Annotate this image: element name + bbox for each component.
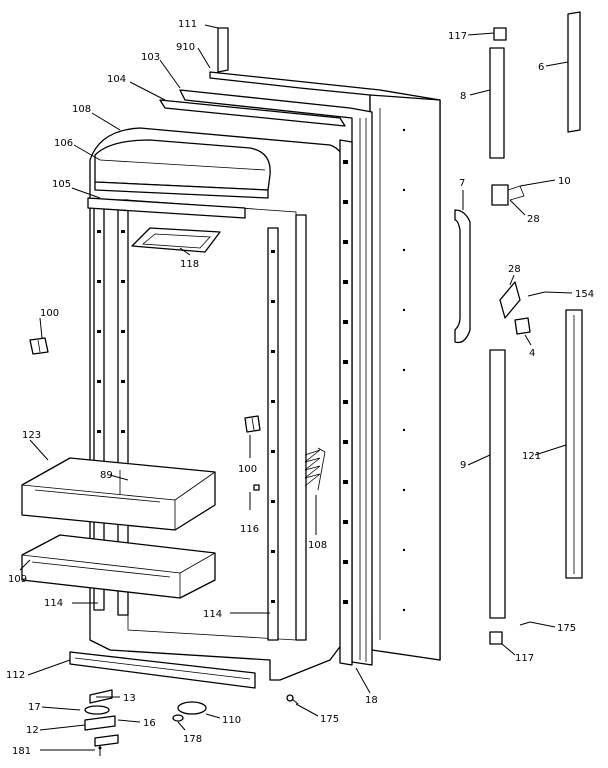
dairy-compartment-door (94, 139, 271, 199)
label-111: 111 (178, 19, 197, 30)
label-116: 116 (240, 524, 259, 535)
label-103: 103 (141, 52, 160, 63)
label-104: 104 (107, 74, 126, 85)
label-100-left: 100 (40, 308, 59, 319)
label-117-bottom: 117 (515, 653, 534, 664)
label-121: 121 (522, 451, 541, 462)
hinge-bracket-upper (491, 184, 525, 206)
label-123: 123 (22, 430, 41, 441)
breaker-strip-top (159, 99, 346, 127)
retainer-bar (87, 197, 246, 219)
label-114-right: 114 (203, 609, 222, 620)
label-89: 89 (100, 470, 113, 481)
label-114-left: 114 (44, 598, 63, 609)
label-910: 910 (176, 42, 195, 53)
hinge-cap-top (493, 27, 507, 41)
spring-clip (304, 447, 326, 491)
handle-cap-right (567, 11, 581, 133)
label-17: 17 (28, 702, 41, 713)
leader-lines (19, 24, 573, 751)
callout-labels: 111 910 103 104 108 106 105 118 100 123 … (6, 19, 594, 757)
label-4: 4 (529, 348, 535, 359)
right-rail-strip (339, 139, 353, 666)
door-cam (172, 701, 207, 722)
door-shelf-upper (21, 457, 216, 531)
label-109: 109 (8, 574, 27, 585)
label-178: 178 (183, 734, 202, 745)
label-118: 118 (180, 259, 199, 270)
label-106: 106 (54, 138, 73, 149)
label-175-bottom: 175 (320, 714, 339, 725)
label-110: 110 (222, 715, 241, 726)
label-8: 8 (460, 91, 466, 102)
label-6: 6 (538, 62, 544, 73)
label-175-right: 175 (557, 623, 576, 634)
shelf-bracket-right (244, 415, 261, 433)
label-12: 12 (26, 725, 39, 736)
handle-trim-lower (489, 349, 506, 619)
label-154: 154 (575, 289, 594, 300)
inner-door-liner (89, 127, 346, 681)
handle-trim-upper (489, 47, 505, 159)
label-10: 10 (558, 176, 571, 187)
bottom-hinge-parts (84, 689, 119, 756)
label-100-right: 100 (238, 464, 257, 475)
label-7: 7 (459, 178, 465, 189)
label-117-top: 117 (448, 31, 467, 42)
label-13: 13 (123, 693, 136, 704)
label-105: 105 (52, 179, 71, 190)
handle-rail-lower (565, 309, 583, 579)
screw-175-right (519, 621, 531, 626)
label-181: 181 (12, 746, 31, 757)
door-gasket (179, 89, 373, 666)
label-28-top: 28 (527, 214, 540, 225)
hinge-cap-bottom (489, 631, 503, 645)
door-shelf-lower (21, 534, 216, 599)
egg-tray (131, 227, 221, 253)
pin-116 (253, 484, 260, 491)
label-112: 112 (6, 670, 25, 681)
hinge-bracket-lower (499, 281, 521, 319)
screw-bottom (286, 694, 299, 705)
screw-154 (527, 291, 546, 297)
label-108-top: 108 (72, 104, 91, 115)
hinge-plate (514, 317, 531, 335)
label-108-bottom: 108 (308, 540, 327, 551)
label-18: 18 (365, 695, 378, 706)
shelf-bracket-left (29, 337, 49, 355)
label-28-bottom: 28 (508, 264, 521, 275)
label-16: 16 (143, 718, 156, 729)
label-9: 9 (460, 460, 466, 471)
door-handle (454, 209, 471, 344)
